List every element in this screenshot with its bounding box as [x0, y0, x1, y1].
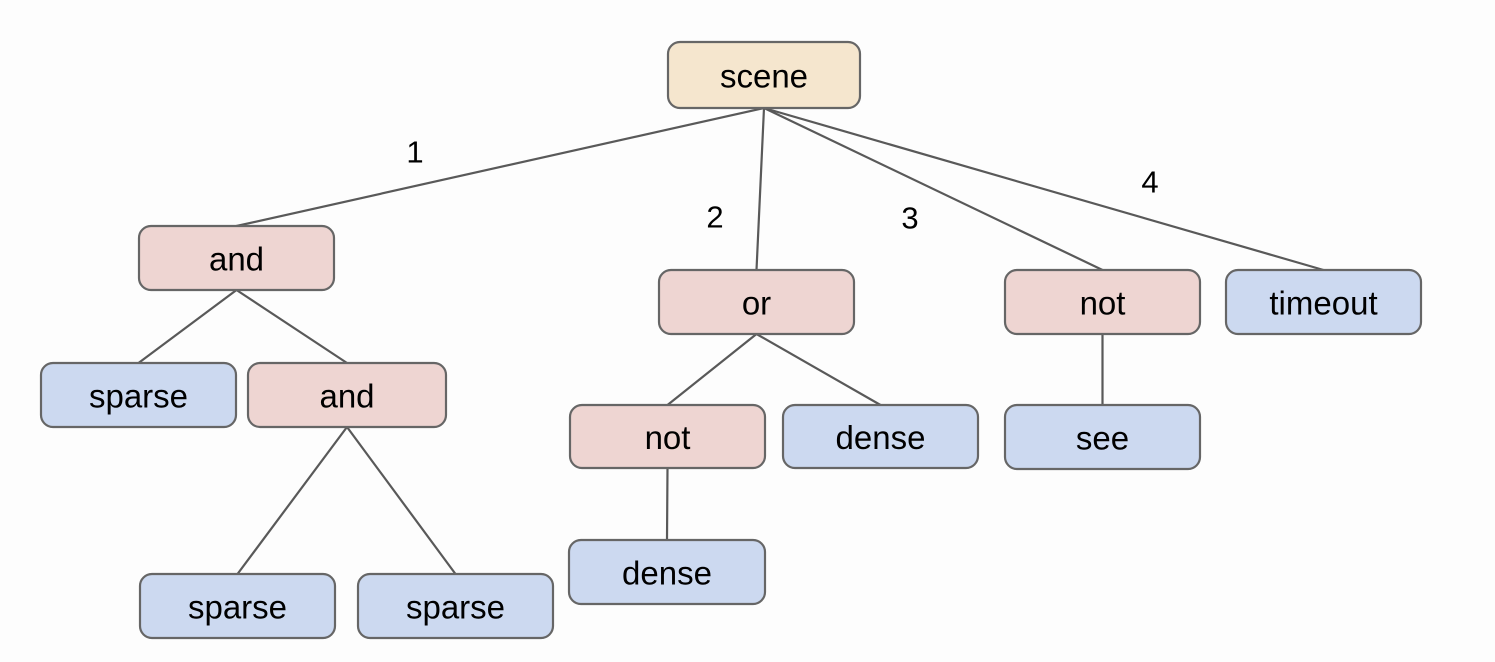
tree-node-sparse2[interactable]: sparse — [138, 572, 337, 640]
node-label-and2: and — [319, 378, 374, 415]
tree-edge-scene-to-not2 — [762, 106, 1104, 272]
node-box-sparse2[interactable] — [138, 572, 337, 640]
tree-edge-not1-to-dense2 — [665, 466, 669, 542]
tree-node-not2[interactable]: not — [1003, 268, 1202, 336]
edge-label-layer: 1 2 3 4 — [406, 135, 1158, 236]
node-label-and1: and — [209, 241, 264, 278]
tree-node-scene[interactable]: scene — [666, 40, 862, 110]
node-label-scene: scene — [720, 58, 808, 95]
tree-edge-and1-to-and2 — [235, 288, 349, 365]
tree-node-not1[interactable]: not — [568, 403, 767, 470]
node-label-not1: not — [645, 419, 691, 456]
node-box-scene[interactable] — [666, 40, 862, 110]
edge-layer — [137, 106, 1325, 576]
tree-node-and2[interactable]: and — [246, 361, 448, 429]
node-box-dense2[interactable] — [567, 538, 767, 606]
node-box-dense1[interactable] — [781, 403, 980, 470]
tree-node-sparse3[interactable]: sparse — [356, 572, 555, 640]
node-box-see[interactable] — [1003, 403, 1202, 471]
node-box-timeout[interactable] — [1224, 268, 1423, 336]
edge-label-3: 3 — [901, 201, 918, 236]
tree-edge-and1-to-sparse1 — [137, 288, 238, 365]
tree-node-or1[interactable]: or — [657, 268, 856, 336]
edge-label-4: 4 — [1141, 165, 1158, 200]
tree-edge-scene-to-and1 — [235, 106, 766, 228]
tree-edge-or1-to-not1 — [666, 332, 758, 407]
node-label-dense1: dense — [836, 419, 926, 456]
node-box-not2[interactable] — [1003, 268, 1202, 336]
node-box-sparse1[interactable] — [39, 361, 238, 429]
node-box-and1[interactable] — [137, 224, 336, 292]
tree-node-and1[interactable]: and — [137, 224, 336, 292]
node-label-dense2: dense — [622, 555, 712, 592]
node-label-sparse1: sparse — [89, 378, 188, 415]
edge-label-2: 2 — [706, 200, 723, 235]
node-label-or1: or — [742, 285, 771, 322]
node-label-sparse2: sparse — [188, 589, 287, 626]
tree-edge-and2-to-sparse2 — [236, 425, 349, 576]
tree-edge-scene-to-timeout — [762, 106, 1325, 272]
node-box-or1[interactable] — [657, 268, 856, 336]
tree-edge-or1-to-dense1 — [755, 332, 882, 407]
node-label-sparse3: sparse — [406, 589, 505, 626]
tree-node-timeout[interactable]: timeout — [1224, 268, 1423, 336]
node-label-not2: not — [1080, 285, 1126, 322]
tree-node-see[interactable]: see — [1003, 403, 1202, 471]
tree-node-dense1[interactable]: dense — [781, 403, 980, 470]
node-layer: scene and sparse and sparse sparse or not dense d… — [39, 40, 1423, 640]
node-box-not1[interactable] — [568, 403, 767, 470]
tree-edge-scene-to-or1 — [755, 106, 766, 272]
edge-label-1: 1 — [406, 135, 423, 170]
node-box-sparse3[interactable] — [356, 572, 555, 640]
tree-edge-and2-to-sparse3 — [345, 425, 457, 576]
tree-node-dense2[interactable]: dense — [567, 538, 767, 606]
node-label-timeout: timeout — [1269, 285, 1377, 322]
tree-node-sparse1[interactable]: sparse — [39, 361, 238, 429]
node-label-see: see — [1076, 420, 1129, 457]
node-box-and2[interactable] — [246, 361, 448, 429]
